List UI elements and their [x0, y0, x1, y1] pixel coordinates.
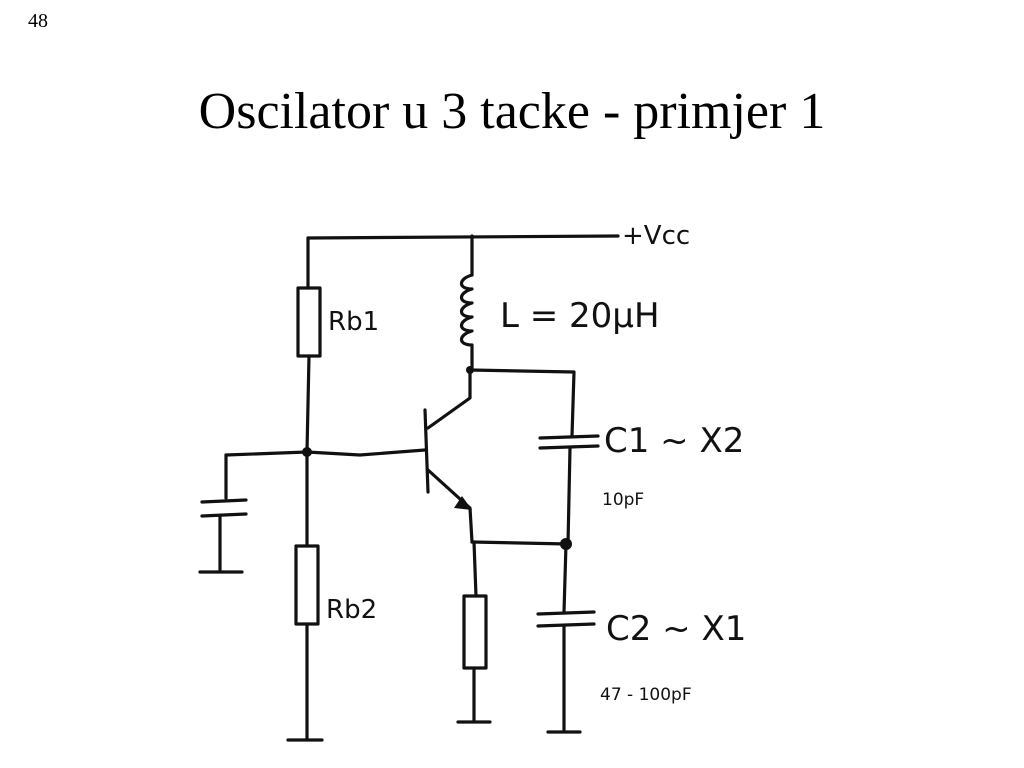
rb2-lower-wire — [286, 622, 324, 742]
inductor — [459, 273, 474, 372]
c2-lower-wire — [546, 624, 582, 734]
base-wire — [224, 448, 427, 457]
rb1-label: Rb1 — [328, 307, 379, 337]
collector-wire — [468, 368, 576, 438]
c1-lower-wire — [566, 446, 572, 546]
vcc-label: +Vcc — [622, 221, 690, 251]
c1-label: C1 ~ X2 — [604, 421, 744, 461]
inductor-label: L = 20μH — [500, 296, 660, 336]
rb2-label: Rb2 — [326, 595, 377, 625]
emitter-arrow — [454, 496, 472, 510]
capacitor-c2 — [536, 610, 596, 628]
rb1-lower-wire — [305, 354, 311, 454]
emitter-wire — [470, 540, 570, 546]
resistor-re — [462, 594, 488, 670]
c1-value-label: 10pF — [602, 490, 644, 510]
bypass-cap-lower-wire — [198, 514, 244, 574]
c2-value-label: 47 - 100pF — [600, 685, 692, 705]
transistor-collector-lead — [426, 368, 472, 430]
resistor-rb1 — [296, 286, 322, 358]
vcc-rail — [306, 234, 620, 240]
slide-number: 48 — [28, 10, 48, 32]
slide-title: Oscilator u 3 tacke - primjer 1 — [198, 83, 826, 140]
re-lower-wire — [456, 666, 492, 724]
c2-upper-wire — [562, 542, 568, 614]
capacitor-c1 — [538, 434, 600, 450]
re-upper-wire — [472, 540, 478, 598]
resistor-rb2 — [294, 544, 320, 626]
c2-label: C2 ~ X1 — [606, 609, 746, 649]
transistor-base-bar — [423, 408, 430, 494]
bypass-capacitor — [200, 498, 248, 518]
